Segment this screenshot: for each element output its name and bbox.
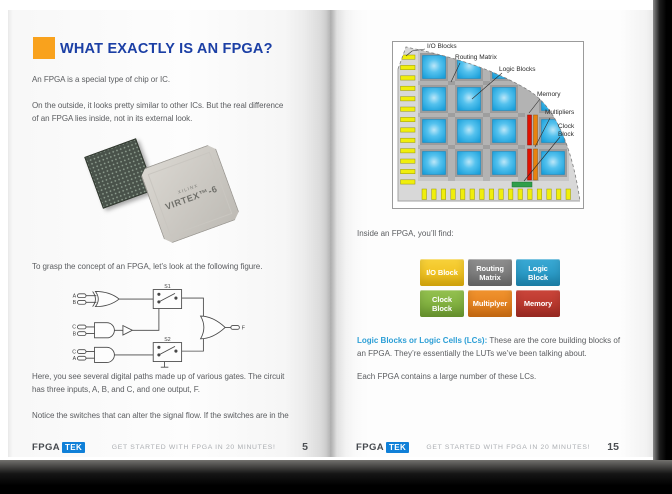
io-blocks-bottom: [421, 188, 571, 200]
page-number: 15: [607, 441, 619, 453]
buffer-gate: [122, 324, 134, 336]
brand-badge: TEK: [62, 441, 86, 453]
brand-text: FPGA: [356, 441, 384, 453]
lead-body: These are the core building blocks of an…: [357, 336, 621, 358]
fpga-architecture-diagram: I/O Blocks Routing Matrix Logic Blocks M…: [392, 41, 584, 209]
and-gate-2: [94, 346, 115, 363]
input-label: B: [73, 331, 77, 337]
brand-text: FPGA: [32, 441, 60, 453]
page-right: I/O Blocks Routing Matrix Logic Blocks M…: [330, 10, 653, 457]
memory-blocks: [527, 114, 532, 181]
footer-tagline: GET STARTED WITH FPGA IN 20 MINUTES!: [111, 443, 276, 451]
logic-circuit-figure: A B C B C A S1 S2 F: [72, 284, 245, 368]
paragraph: To grasp the concept of an FPGA, let’s l…: [32, 262, 263, 271]
input-label: A: [73, 293, 77, 299]
output-label: F: [242, 325, 245, 331]
book: WHAT EXACTLY IS AN FPGA? An FPGA is a sp…: [8, 10, 653, 457]
footer-tagline: GET STARTED WITH FPGA IN 20 MINUTES!: [426, 443, 591, 451]
fpga-chips-photo: XILINX VIRTEX™-6: [84, 130, 264, 242]
intro-text: Inside an FPGA, you’ll find:: [357, 229, 454, 238]
switch-s1: [152, 289, 183, 309]
diagram-label-memory: Memory: [537, 91, 561, 98]
paragraph: An FPGA is a special type of chip or IC.: [32, 75, 171, 84]
switch-label: S1: [164, 284, 170, 290]
photo-edge-bottom: [0, 460, 672, 494]
switch-s2: [152, 342, 183, 362]
diagram-label-clock: Clock Block: [558, 123, 575, 139]
page-footer: FPGA TEK GET STARTED WITH FPGA IN 20 MIN…: [356, 441, 619, 453]
fpgatek-logo: FPGA TEK: [356, 441, 410, 453]
paragraph: On the outside, it looks pretty similar …: [32, 101, 284, 123]
legend-routing-matrix: Routing Matrix: [468, 259, 512, 286]
legend-io-block: I/O Block: [420, 259, 464, 286]
paragraph: Logic Blocks or Logic Cells (LCs): These…: [357, 335, 647, 361]
clock-block: [511, 181, 533, 188]
input-label: A: [73, 356, 77, 362]
legend-memory: Memory: [516, 290, 560, 317]
page-footer: FPGA TEK GET STARTED WITH FPGA IN 20 MIN…: [32, 441, 308, 453]
chip-model-text: VIRTEX™-6: [163, 183, 219, 212]
input-label: C: [72, 349, 76, 355]
page-number: 5: [302, 441, 308, 453]
lead-term: Logic Blocks or Logic Cells (LCs):: [357, 336, 488, 345]
legend-logic-block: Logic Block: [516, 259, 560, 286]
legend-clock-block: Clock Block: [420, 290, 464, 317]
and-gate-1: [94, 322, 115, 339]
circuit-output-pad: [230, 325, 240, 330]
diagram-label-logic: Logic Blocks: [499, 66, 536, 73]
input-label: C: [72, 325, 76, 331]
brand-badge: TEK: [386, 441, 410, 453]
xor-gate: [92, 291, 120, 308]
io-blocks-left: [400, 54, 416, 185]
chip-brand-text: XILINX: [177, 182, 199, 195]
die-cut-dashed-line: [397, 46, 581, 202]
diagram-label-multipliers: Multipliers: [545, 109, 575, 116]
photo-edge-right: [653, 0, 672, 494]
legend-multiplyer: Multiplyer: [468, 290, 512, 317]
page-left: WHAT EXACTLY IS AN FPGA? An FPGA is a sp…: [8, 10, 330, 457]
virtex-chip: XILINX VIRTEX™-6: [139, 143, 242, 246]
page-title: WHAT EXACTLY IS AN FPGA?: [60, 41, 273, 57]
paragraph: Each FPGA contains a large number of the…: [357, 372, 537, 381]
or-gate: [199, 315, 226, 340]
input-label: B: [73, 300, 77, 306]
circuit-input-pads: [77, 293, 87, 361]
diagram-label-io: I/O Blocks: [427, 43, 457, 50]
diagram-label-routing: Routing Matrix: [455, 54, 497, 61]
title-accent-square: [33, 37, 55, 59]
paragraph: Notice the switches that can alter the s…: [32, 411, 289, 420]
switch-label: S2: [164, 337, 170, 343]
block-legend: I/O Block Routing Matrix Logic Block Clo…: [420, 259, 560, 317]
paragraph: Here, you see several digital paths made…: [32, 372, 285, 394]
fpgatek-logo: FPGA TEK: [32, 441, 86, 453]
